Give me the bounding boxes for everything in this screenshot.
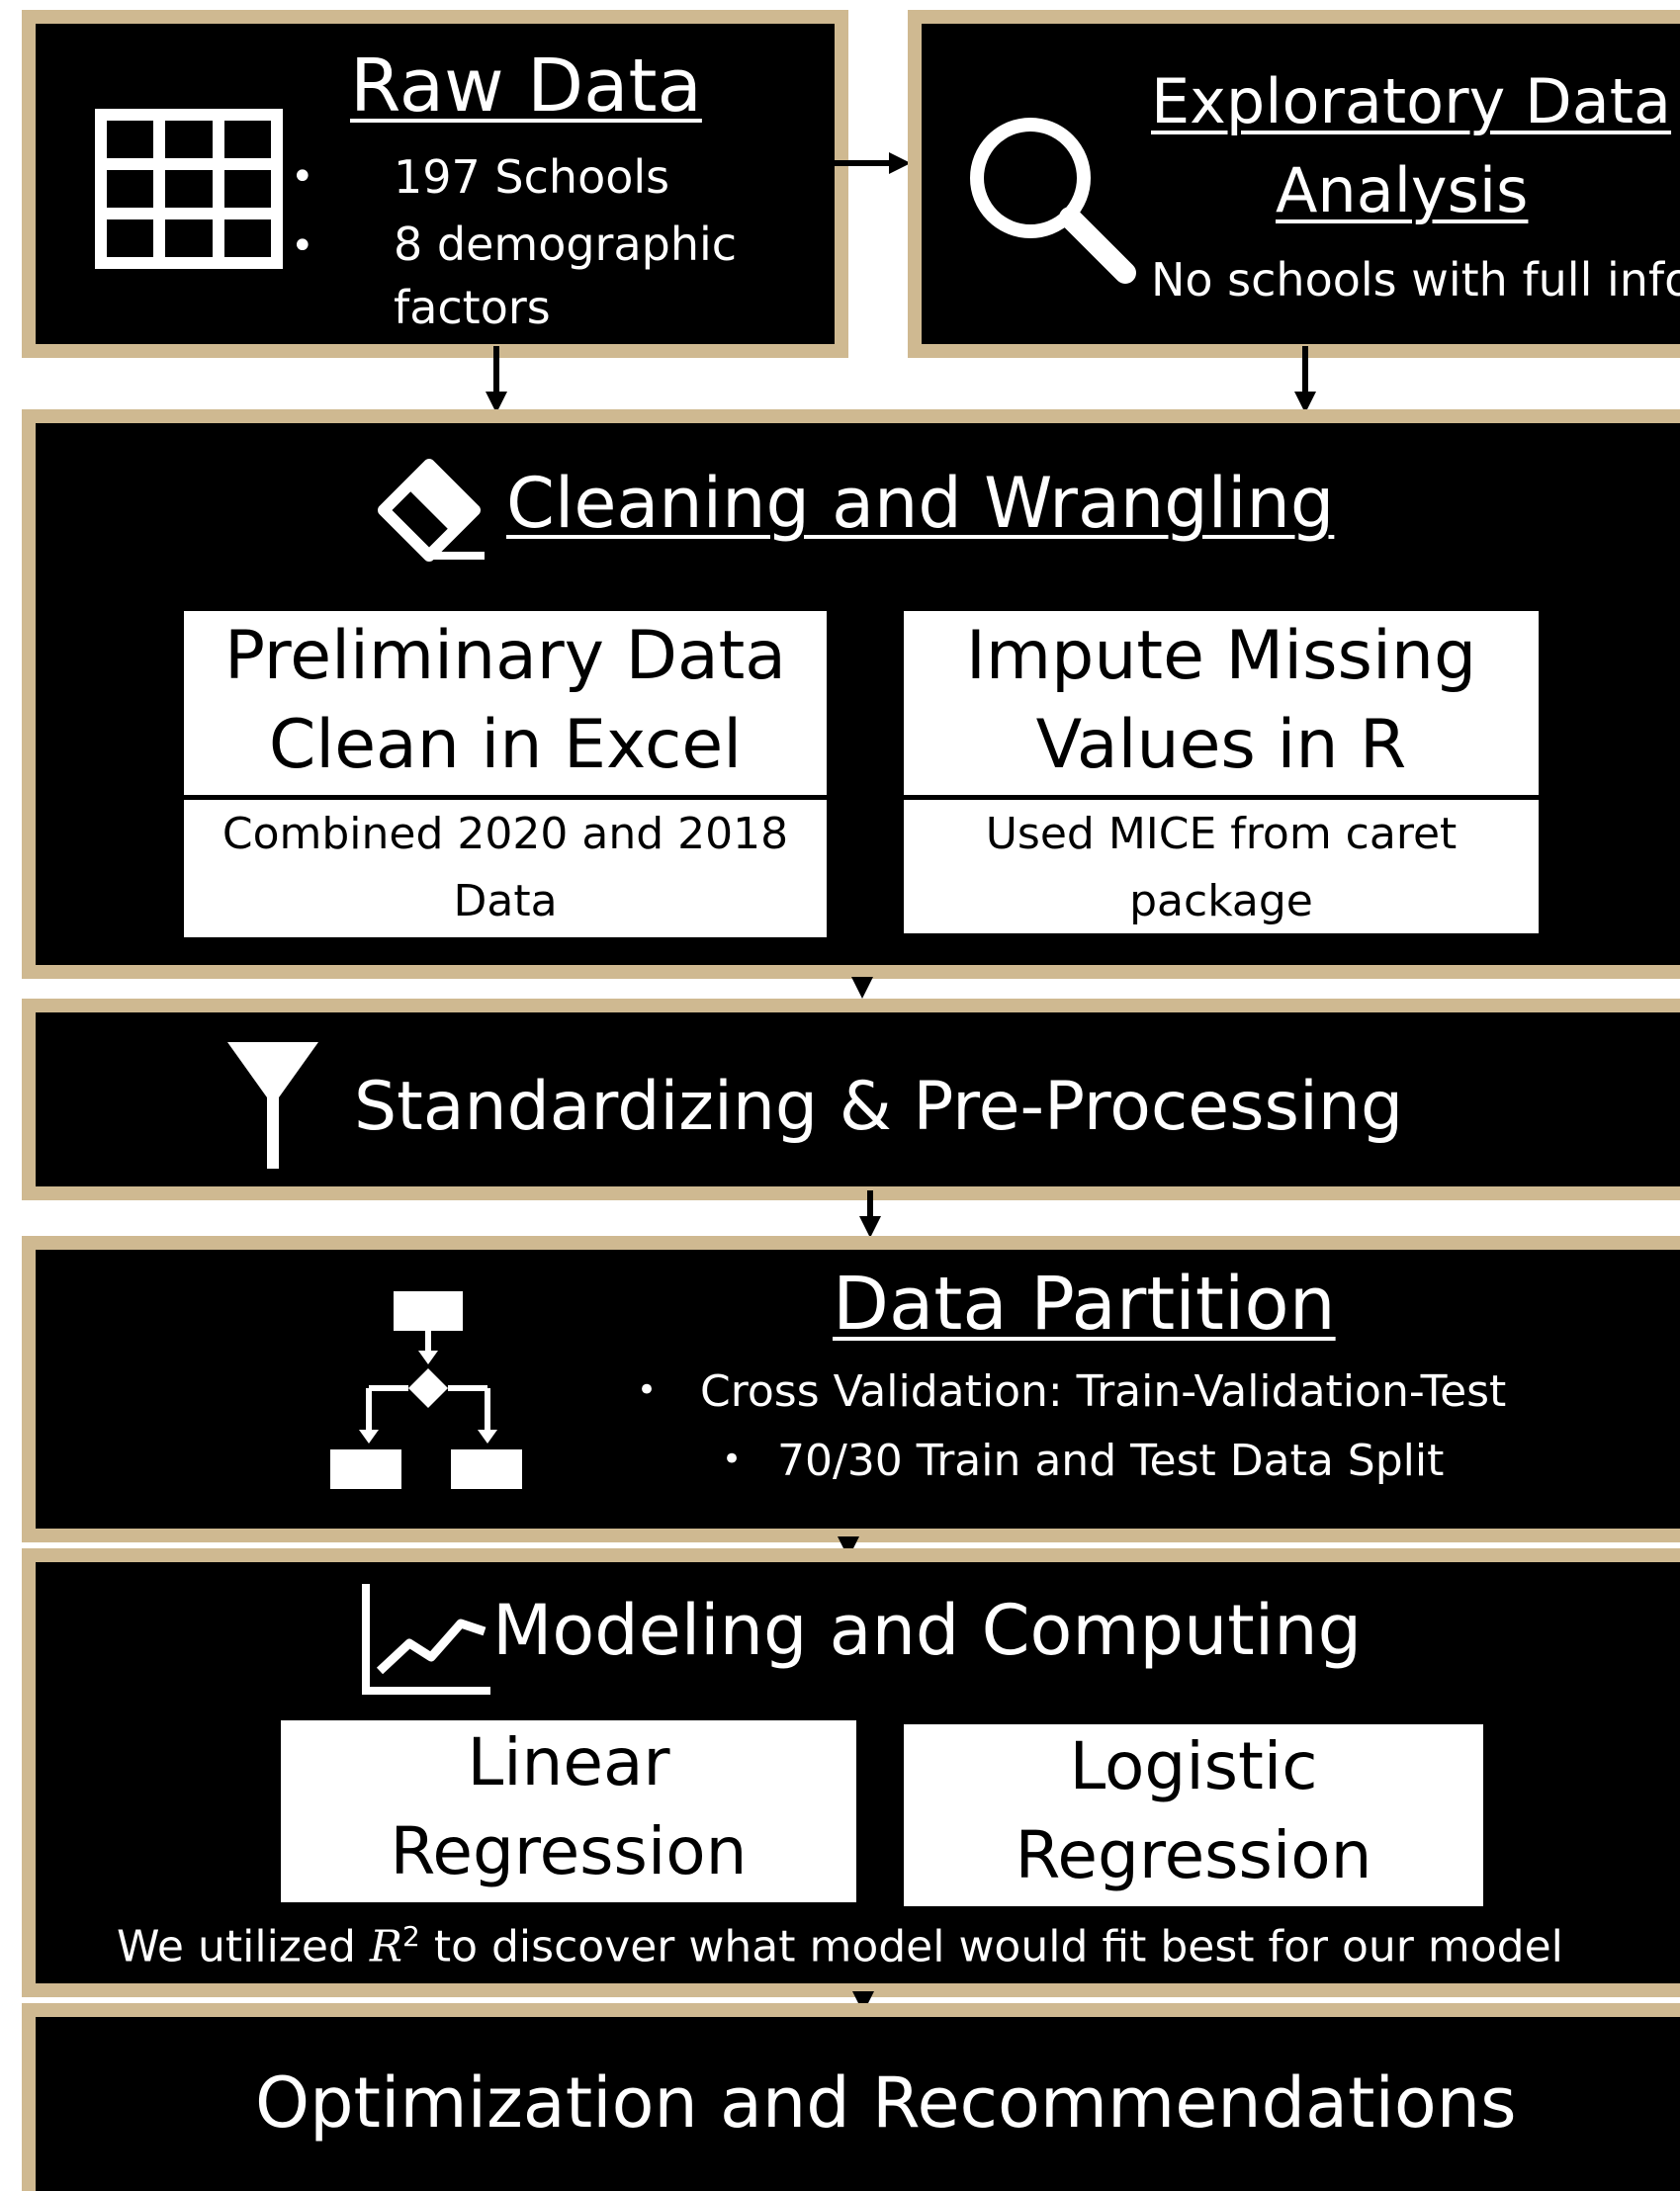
- standardizing-title: Standardizing & Pre-Processing: [354, 1068, 1404, 1146]
- raw-data-panel: Raw Data • 197 Schools • 8 demographic f…: [22, 10, 848, 358]
- eda-note: No schools with full info: [1151, 253, 1680, 307]
- optimization-panel: Optimization and Recommendations: [22, 2003, 1680, 2191]
- logistic-regression-box: Logistic Regression: [904, 1724, 1483, 1906]
- box-heading: Impute Missing: [965, 617, 1477, 695]
- eda-panel: Exploratory Data Analysis No schools wit…: [908, 10, 1680, 358]
- raw-data-bullet-3: factors: [394, 281, 551, 334]
- box-heading: Regression: [390, 1813, 748, 1889]
- bullet-dot: •: [722, 1440, 743, 1479]
- raw-data-bullet-1: 197 Schools: [394, 150, 670, 204]
- arrow-down: [848, 1987, 878, 2017]
- note-before: We utilized: [117, 1921, 370, 1972]
- note-after: to discover what model would fit best fo…: [419, 1921, 1563, 1972]
- linear-regression-box: Linear Regression: [281, 1720, 856, 1902]
- eraser-icon: [370, 459, 488, 568]
- preliminary-clean-box: Preliminary Data Clean in Excel Combined…: [184, 611, 827, 937]
- modeling-note: We utilized R2 to discover what model wo…: [117, 1920, 1563, 1972]
- magnifier-icon: [961, 109, 1139, 287]
- partition-bullet-1: Cross Validation: Train-Validation-Test: [700, 1366, 1507, 1417]
- partition-title: Data Partition: [833, 1262, 1336, 1347]
- raw-data-title: Raw Data: [350, 44, 702, 129]
- arrow-down: [855, 1190, 885, 1240]
- flowchart-icon: [324, 1285, 532, 1503]
- box-heading: Clean in Excel: [268, 706, 743, 784]
- box-heading: Preliminary Data: [224, 617, 786, 695]
- bullet-dot: •: [291, 223, 314, 269]
- cleaning-panel: Cleaning and Wrangling Preliminary Data …: [22, 409, 1680, 979]
- box-heading: Linear: [467, 1724, 670, 1800]
- box-subtext: Used MICE from caret: [985, 809, 1458, 859]
- funnel-icon: [223, 1036, 322, 1175]
- eda-title-line2: Analysis: [1276, 154, 1529, 226]
- box-subtext: Data: [453, 876, 558, 926]
- raw-data-bullet-2: 8 demographic: [394, 218, 738, 271]
- table-icon: [95, 109, 283, 269]
- note-symbol: R: [369, 1921, 403, 1972]
- box-subtext: Combined 2020 and 2018: [221, 809, 789, 859]
- eda-title-line1: Exploratory Data: [1151, 65, 1672, 137]
- box-divider: [184, 795, 827, 800]
- box-heading: Regression: [1015, 1817, 1372, 1893]
- modeling-panel: Modeling and Computing Linear Regression…: [22, 1548, 1680, 1997]
- impute-missing-box: Impute Missing Values in R Used MICE fro…: [904, 611, 1539, 933]
- line-chart-icon: [358, 1580, 496, 1699]
- standardizing-panel: Standardizing & Pre-Processing: [22, 999, 1680, 1200]
- note-superscript: 2: [402, 1920, 420, 1953]
- box-subtext: package: [1129, 876, 1313, 926]
- partition-panel: Data Partition • Cross Validation: Train…: [22, 1236, 1680, 1542]
- modeling-title: Modeling and Computing: [492, 1590, 1362, 1671]
- optimization-title: Optimization and Recommendations: [255, 2062, 1517, 2144]
- partition-bullet-2: 70/30 Train and Test Data Split: [777, 1436, 1445, 1486]
- box-divider: [904, 795, 1539, 800]
- cleaning-title: Cleaning and Wrangling: [506, 463, 1335, 544]
- arrow-down: [834, 1533, 863, 1562]
- arrow-down: [847, 973, 877, 1003]
- box-heading: Values in R: [1035, 706, 1407, 784]
- arrow-right: [834, 148, 913, 178]
- bullet-dot: •: [637, 1370, 658, 1410]
- bullet-dot: •: [291, 154, 314, 200]
- arrow-down: [1290, 346, 1320, 415]
- box-heading: Logistic: [1069, 1728, 1318, 1804]
- arrow-down: [482, 346, 511, 415]
